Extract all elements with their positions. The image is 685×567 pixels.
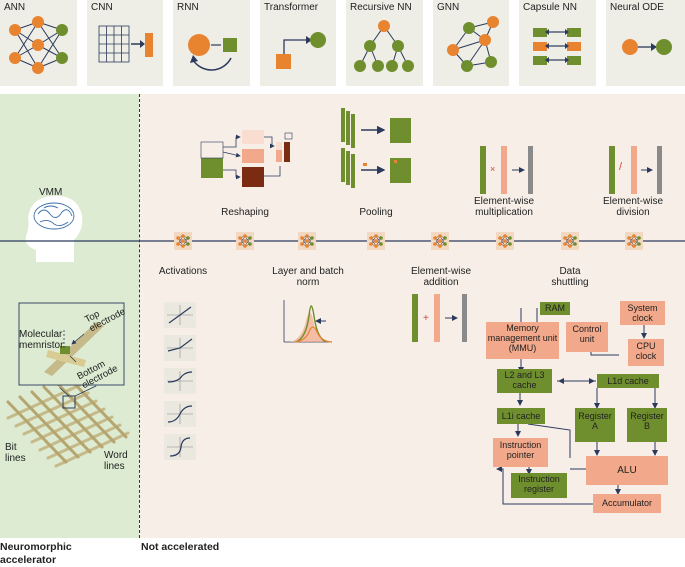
brain-icon	[33, 202, 75, 230]
cnn-grid-icon	[98, 25, 153, 63]
neural-ode-label: Neural ODE	[610, 2, 664, 13]
accumulator-box: Accumulator	[593, 494, 661, 513]
panel-divider	[139, 94, 140, 538]
bit-lines-label: Bit lines	[5, 442, 26, 464]
vmm-label: VMM	[39, 187, 63, 198]
reshaping-illustration	[200, 130, 293, 187]
ann-tile: ANN	[0, 0, 77, 86]
division-label: Element-wise division	[602, 196, 664, 218]
layer-batch-norm-label: Layer and batch norm	[272, 266, 344, 288]
recursive-nn-tile: Recursive NN	[346, 0, 423, 86]
neuromorphic-accelerator-label: Neuromorphic accelerator	[0, 541, 72, 566]
capsule-nn-tile: Capsule NN	[519, 0, 596, 86]
recursive-nn-label: Recursive NN	[350, 2, 412, 13]
activations-label: Activations	[158, 266, 208, 277]
gnn-label: GNN	[437, 2, 460, 13]
norm-distribution	[283, 300, 332, 343]
mmu-box: Memory management unit (MMU)	[486, 322, 559, 359]
rnn-tile: RNN	[173, 0, 250, 86]
neural-ode-tile: Neural ODE	[606, 0, 685, 86]
molecular-memristor-label: Molecular memristor	[19, 329, 64, 351]
instruction-pointer-box: Instruction pointer	[493, 438, 548, 467]
cnn-tile: CNN	[87, 0, 163, 86]
data-shuttling-label: Data shuttling	[551, 266, 589, 288]
l1i-cache-box: L1i cache	[497, 408, 545, 424]
crossbar-array	[6, 375, 130, 468]
transformer-icon	[276, 32, 326, 69]
graph-icon	[447, 16, 499, 72]
addition-illustration	[412, 294, 467, 342]
pooling-label: Pooling	[359, 207, 393, 218]
not-accelerated-label: Not accelerated	[141, 541, 220, 553]
transformer-tile: Transformer	[260, 0, 336, 86]
pooling-illustration	[341, 108, 411, 188]
control-unit-box: Control unit	[566, 322, 608, 352]
l2-l3-cache-box: L2 and L3 cache	[497, 369, 552, 393]
add-symbol: +	[423, 313, 429, 324]
division-illustration	[609, 146, 662, 194]
gnn-tile: GNN	[433, 0, 509, 86]
transformer-label: Transformer	[264, 2, 319, 13]
ram-box: RAM	[540, 302, 570, 315]
ann-label: ANN	[4, 2, 26, 13]
register-b-box: Register B	[627, 408, 667, 442]
addition-label: Element-wise addition	[410, 266, 472, 288]
cnn-label: CNN	[91, 2, 113, 13]
multiplication-illustration	[480, 146, 533, 194]
register-a-box: Register A	[575, 408, 615, 442]
reshaping-label: Reshaping	[221, 207, 269, 218]
word-lines-label: Word lines	[104, 450, 128, 472]
tree-icon	[354, 20, 414, 72]
alu-box: ALU	[586, 456, 668, 485]
divide-symbol: /	[619, 161, 623, 173]
instruction-register-box: Instruction register	[511, 473, 567, 498]
l1d-cache-box: L1d cache	[597, 374, 659, 388]
head-icon	[25, 195, 83, 262]
rnn-label: RNN	[177, 2, 199, 13]
cpu-clock-box: CPU clock	[628, 339, 664, 366]
ann-network-icon	[9, 16, 68, 74]
ode-icon	[622, 39, 672, 55]
activation-functions	[164, 302, 196, 460]
multiply-symbol: ×	[490, 164, 496, 174]
memristor-detail	[18, 302, 125, 386]
multiplication-label: Element-wise multiplication	[473, 196, 535, 218]
system-clock-box: System clock	[620, 301, 665, 325]
capsule-icon	[533, 28, 581, 65]
capsule-nn-label: Capsule NN	[523, 2, 577, 13]
rnn-loop-icon	[188, 34, 237, 71]
